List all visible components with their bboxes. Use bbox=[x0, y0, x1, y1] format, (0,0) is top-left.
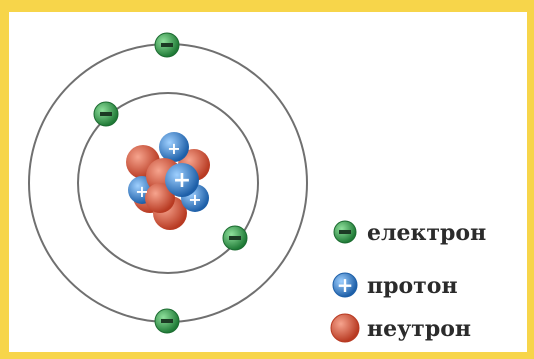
legend-proton: + протон bbox=[332, 272, 458, 299]
electron-inner-left bbox=[93, 101, 119, 127]
svg-text:+: + bbox=[167, 139, 180, 158]
legend-label-proton: протон bbox=[367, 273, 458, 299]
nucleus: + + + + bbox=[126, 132, 210, 230]
legend-electron: електрон bbox=[333, 220, 486, 246]
inner-orbit bbox=[77, 92, 259, 274]
legend-label-electron: електрон bbox=[367, 220, 486, 246]
diagram-frame bbox=[9, 12, 527, 352]
neutron bbox=[145, 183, 175, 213]
legend-label-neutron: неутрон bbox=[367, 316, 471, 342]
svg-text:+: + bbox=[337, 273, 354, 297]
electron-outer-top bbox=[154, 32, 180, 58]
svg-text:+: + bbox=[173, 168, 191, 193]
proton-icon bbox=[332, 272, 358, 298]
svg-text:+: + bbox=[135, 182, 148, 201]
proton bbox=[165, 163, 199, 197]
legend-neutron: неутрон bbox=[330, 313, 471, 343]
electron-outer-bottom bbox=[154, 308, 180, 334]
neutron-icon bbox=[330, 313, 360, 343]
legend: електрон + протон неутрон bbox=[330, 220, 486, 343]
svg-text:+: + bbox=[188, 190, 201, 209]
proton bbox=[159, 132, 189, 162]
electron-inner-right bbox=[222, 225, 248, 251]
